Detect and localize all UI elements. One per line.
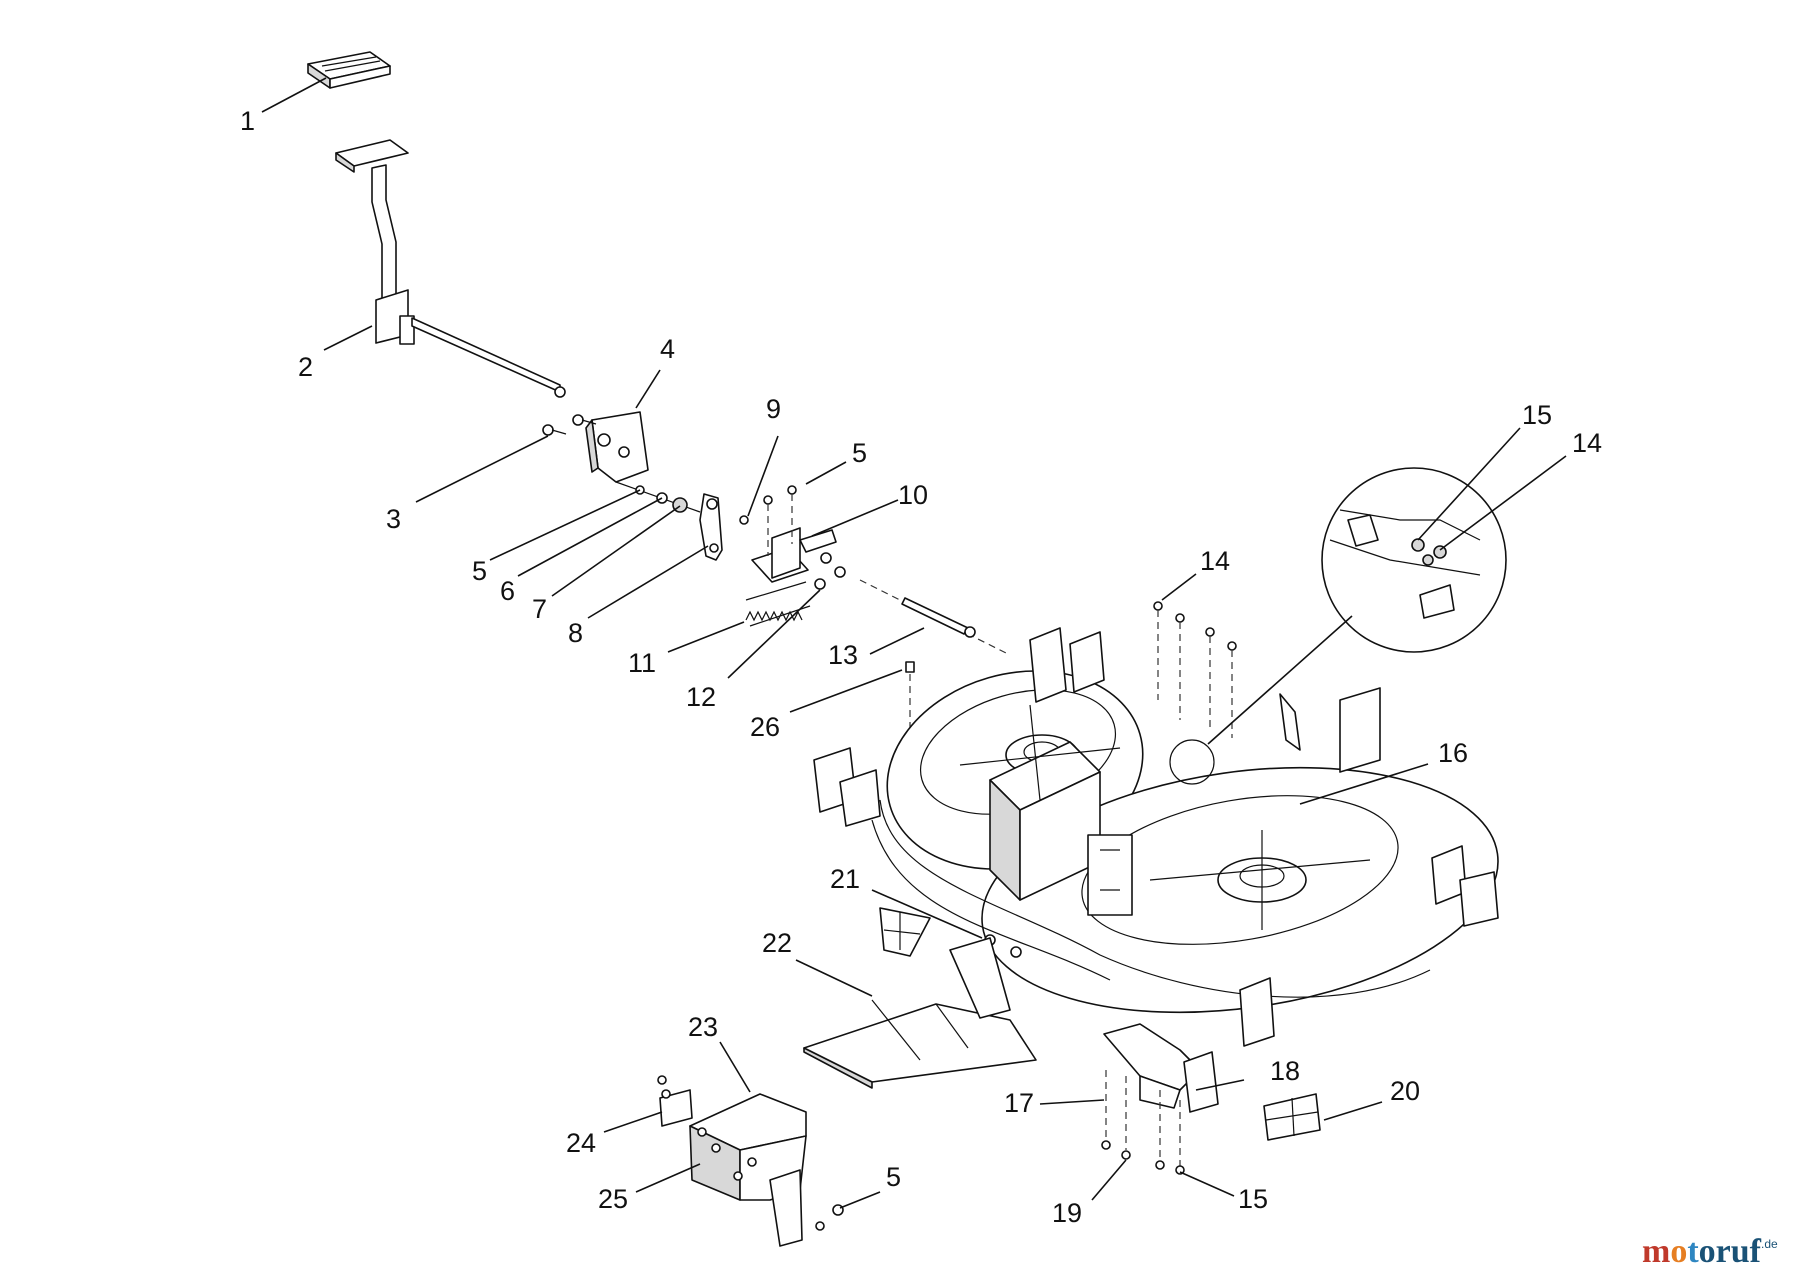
- watermark-logo: motoruf.de: [1642, 1233, 1778, 1270]
- callout-18: 18: [1270, 1056, 1300, 1086]
- detail-inset: [1207, 467, 1507, 745]
- watermark-rest: oruf: [1699, 1233, 1762, 1270]
- callout-5a: 5: [472, 556, 487, 586]
- watermark-t: t: [1687, 1233, 1699, 1270]
- nut-part: [814, 578, 826, 590]
- callout-17: 17: [1004, 1088, 1034, 1118]
- pedal-pad-part: [307, 51, 391, 89]
- washer-part: [739, 515, 749, 525]
- callout-11: 11: [628, 648, 656, 678]
- pedal-arm-part: [335, 139, 566, 398]
- watermark-suffix: .de: [1761, 1237, 1778, 1251]
- callout-15b: 15: [1238, 1184, 1268, 1214]
- lever-part: [699, 493, 723, 561]
- callout-13: 13: [828, 640, 858, 670]
- bolt-part: [542, 414, 597, 436]
- leader-lines: [261, 77, 1567, 1209]
- callout-7: 7: [532, 594, 547, 624]
- callout-12: 12: [686, 682, 716, 712]
- callout-16: 16: [1438, 738, 1468, 768]
- watermark-o: o: [1670, 1233, 1687, 1270]
- callout-25: 25: [598, 1184, 628, 1214]
- callout-9: 9: [766, 394, 781, 424]
- mower-deck-part: [813, 627, 1499, 1047]
- callout-20: 20: [1390, 1076, 1420, 1106]
- bolt-part-26: [905, 661, 915, 760]
- pivot-bracket-part: [585, 411, 701, 513]
- callout-3: 3: [386, 504, 401, 534]
- callout-8: 8: [568, 618, 583, 648]
- callout-4: 4: [660, 334, 675, 364]
- callout-14a: 14: [1200, 546, 1230, 576]
- callout-5c: 5: [886, 1162, 901, 1192]
- spring-part: [745, 581, 811, 627]
- callout-24: 24: [566, 1128, 596, 1158]
- callout-26: 26: [750, 712, 780, 742]
- watermark-text: motoruf.de: [1642, 1233, 1778, 1270]
- callout-22: 22: [762, 928, 792, 958]
- mount-bracket-part: [751, 485, 846, 583]
- mulch-cap-part: [1263, 1093, 1321, 1141]
- callout-19: 19: [1052, 1198, 1082, 1228]
- small-hardware: [657, 1075, 844, 1231]
- callout-2: 2: [298, 352, 313, 382]
- discharge-chute-part: [803, 937, 1037, 1089]
- callout-15a: 15: [1522, 400, 1552, 430]
- callout-5b: 5: [852, 438, 867, 468]
- deck-studs: [1153, 601, 1237, 738]
- callout-23: 23: [688, 1012, 718, 1042]
- watermark-m: m: [1642, 1233, 1670, 1270]
- callout-10: 10: [898, 480, 928, 510]
- rod-part: [859, 579, 1011, 656]
- callout-labels: 1 2 3 4 5 6 7 8 9 5 10 11 12 13 26 14 15…: [240, 106, 1602, 1228]
- chute-door-part: [659, 1089, 807, 1247]
- callout-6: 6: [500, 576, 515, 606]
- baffle-bracket-part: [1101, 1023, 1219, 1175]
- callout-21: 21: [830, 864, 860, 894]
- callout-14b: 14: [1572, 428, 1602, 458]
- callout-1: 1: [240, 106, 255, 136]
